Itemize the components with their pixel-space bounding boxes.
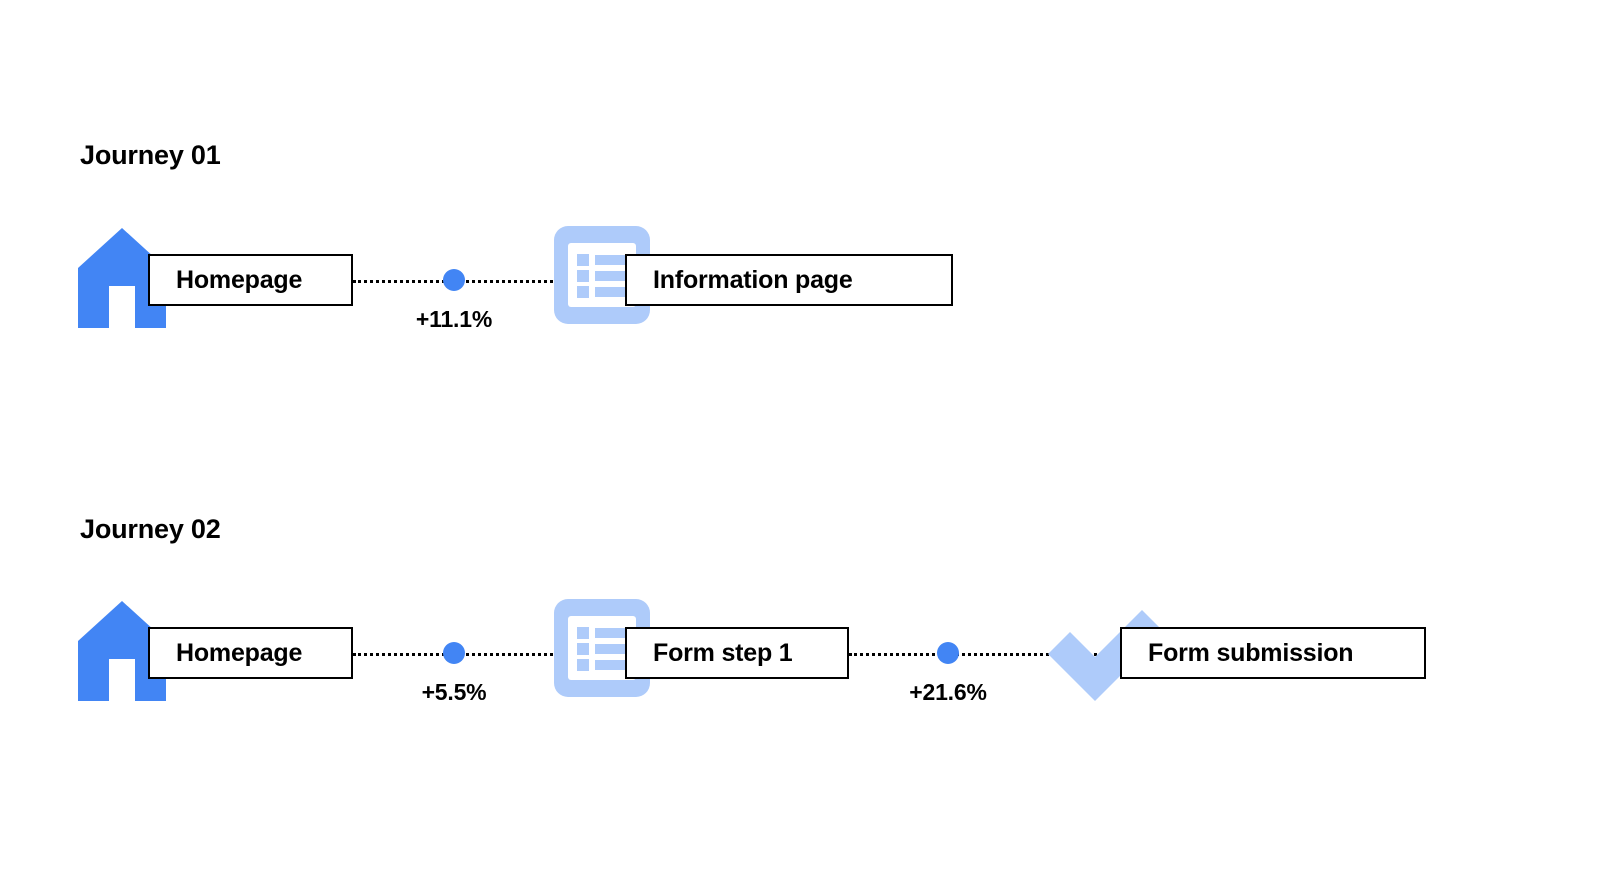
flow-connector-line bbox=[353, 280, 625, 283]
journey-step-label: Homepage bbox=[176, 265, 303, 294]
journey-step-box[interactable]: Homepage bbox=[148, 254, 353, 306]
journey-step-box[interactable]: Homepage bbox=[148, 627, 353, 679]
document-list-icon bbox=[554, 226, 650, 324]
flow-connector-line bbox=[353, 653, 625, 656]
conversion-delta-label: +11.1% bbox=[415, 306, 493, 332]
flow-node-dot[interactable] bbox=[443, 269, 465, 291]
journey-step-label: Form submission bbox=[1148, 638, 1354, 667]
conversion-delta-label: +5.5% bbox=[421, 679, 487, 705]
journey-step-box[interactable]: Form submission bbox=[1120, 627, 1426, 679]
home-icon bbox=[78, 228, 166, 328]
journey-step-label: Form step 1 bbox=[653, 638, 793, 667]
home-icon bbox=[78, 601, 166, 701]
flow-connector-line bbox=[849, 653, 1120, 656]
flow-node-dot[interactable] bbox=[937, 642, 959, 664]
journey-title: Journey 01 bbox=[80, 140, 221, 170]
conversion-delta-label: +21.6% bbox=[909, 679, 987, 705]
journey-step-label: Information page bbox=[653, 265, 853, 294]
journey-step-label: Homepage bbox=[176, 638, 303, 667]
journey-step-box[interactable]: Information page bbox=[625, 254, 953, 306]
flow-node-dot[interactable] bbox=[443, 642, 465, 664]
journey-title: Journey 02 bbox=[80, 514, 221, 544]
journey-step-box[interactable]: Form step 1 bbox=[625, 627, 849, 679]
